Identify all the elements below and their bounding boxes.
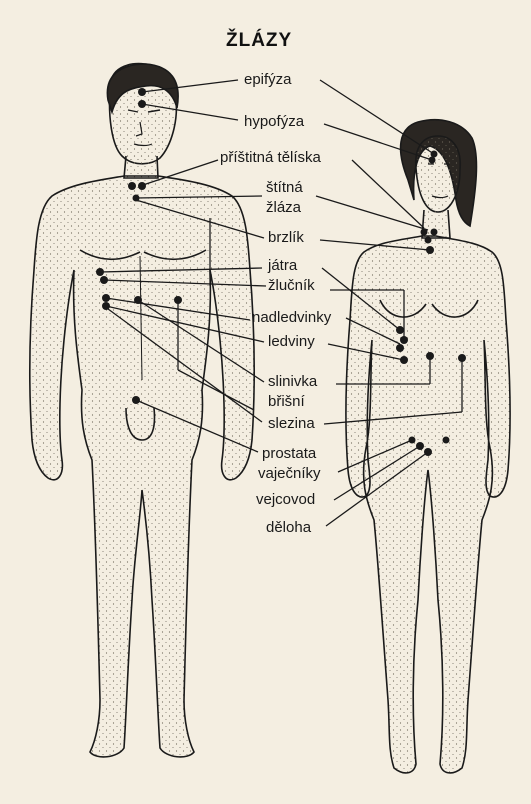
- female-head: [416, 136, 461, 212]
- female-figure: [346, 120, 510, 773]
- male-neck: [124, 156, 158, 178]
- label-brzlik: brzlík: [268, 230, 304, 246]
- label-vajecniky: vaječníky: [258, 466, 321, 482]
- label-deloha: děloha: [266, 520, 311, 536]
- male-figure: [30, 64, 254, 757]
- label-ledviny: ledviny: [268, 334, 315, 350]
- female-body: [346, 236, 510, 773]
- male-body: [30, 176, 254, 757]
- diagram-title: ŽLÁZY: [226, 30, 292, 52]
- label-slinivka: slinivka: [268, 374, 317, 390]
- label-hypofyza: hypofýza: [244, 114, 304, 130]
- label-pristitna-teliska: příštitná tělíska: [220, 150, 321, 166]
- label-zlucnik: žlučník: [268, 278, 315, 294]
- label-prostata: prostata: [262, 446, 316, 462]
- label-stitna: štítná: [266, 180, 303, 196]
- label-jatra: játra: [268, 258, 297, 274]
- label-nadledvinky: nadledvinky: [252, 310, 331, 326]
- label-slezina: slezina: [268, 416, 315, 432]
- label-zlaza: žláza: [266, 200, 301, 216]
- label-vejcovod: vejcovod: [256, 492, 315, 508]
- label-epifyza: epifýza: [244, 72, 292, 88]
- label-brisni: břišní: [268, 394, 305, 410]
